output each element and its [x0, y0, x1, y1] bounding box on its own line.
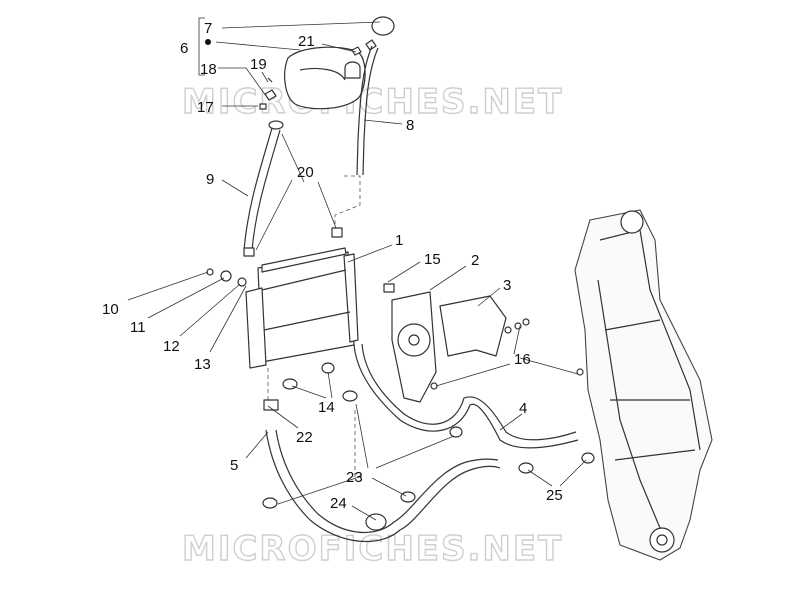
callout-16: 16 [514, 351, 531, 368]
kit-dot-icon [205, 39, 211, 45]
callout-7: 7 [204, 20, 212, 37]
callout-17: 17 [197, 99, 214, 116]
callout-10: 10 [102, 301, 119, 318]
clamp-icon [342, 390, 358, 402]
leader-lines [127, 21, 587, 521]
callout-22: 22 [296, 429, 313, 446]
callout-8: 8 [406, 117, 414, 134]
callout-13: 13 [194, 356, 211, 373]
callout-5: 5 [230, 457, 238, 474]
callout-14: 14 [318, 399, 335, 416]
scooter-frame [574, 209, 713, 561]
overflow-hose [356, 45, 373, 176]
callout-6: 6 [180, 40, 188, 57]
callout-2: 2 [471, 252, 479, 269]
callout-24: 24 [330, 495, 347, 512]
fan-cover [439, 295, 507, 357]
callout-11: 11 [130, 319, 146, 336]
callout-15: 15 [424, 251, 441, 268]
watermark-top: MICROFICHES.NET [182, 82, 563, 122]
tank-hose [243, 127, 273, 251]
callout-labels: 7 6 21 19 18 17 8 9 20 1 15 2 3 16 10 11… [102, 20, 563, 512]
callout-9: 9 [206, 171, 214, 188]
callout-18: 18 [200, 61, 217, 78]
radiator [245, 227, 359, 369]
watermark-bottom: MICROFICHES.NET [182, 529, 563, 569]
lower-hose [265, 429, 401, 543]
tank-cap [371, 16, 395, 36]
callout-4: 4 [519, 400, 527, 417]
callout-19: 19 [250, 56, 267, 73]
callout-23: 23 [346, 469, 363, 486]
callout-25: 25 [546, 487, 563, 504]
expansion-tank [259, 16, 395, 110]
upper-hose [353, 343, 579, 449]
callout-12: 12 [163, 338, 180, 355]
cooling-fan [383, 283, 437, 403]
callout-3: 3 [503, 277, 511, 294]
kit-bracket [198, 17, 211, 76]
callout-20: 20 [297, 164, 314, 181]
callout-21: 21 [298, 33, 315, 50]
callout-1: 1 [395, 232, 403, 249]
